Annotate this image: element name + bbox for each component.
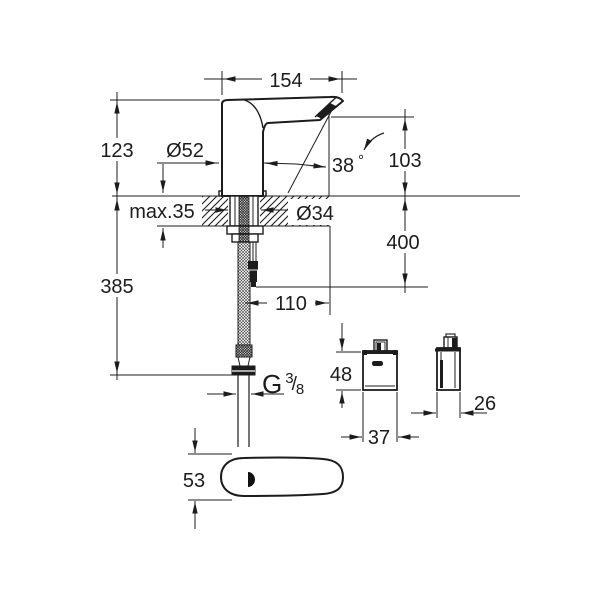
control-box-front-view [362,339,398,391]
control-box-side-view [435,333,461,391]
dim-spout-reach-label: 154 [269,70,302,92]
dim-spray-angle-unit: ° [358,152,364,169]
dim-box-height-label: 48 [330,364,352,386]
dim-offset-label: 110 [275,293,307,315]
sensor-cable-plug [248,242,258,287]
label-backgrounds [93,68,427,314]
dim-connection-drop-label: 400 [386,232,419,254]
dim-height-label: 123 [100,140,133,162]
extension-lines [110,71,461,501]
supply-hose [231,241,256,447]
dimension-lines [114,76,487,529]
angle-arc-arrow [363,132,385,151]
dim-top-width-label: 53 [183,470,205,492]
dim-box-width-label: 37 [368,427,390,449]
dim-outlet-height-label: 103 [388,150,421,172]
dim-body-diameter-label: Ø52 [166,140,204,162]
sensor-window [248,472,255,487]
outlet-slot [316,103,336,119]
spray-direction-line [287,107,334,194]
body-transition-line [242,98,264,129]
brand-logo-mark [372,361,383,366]
faucet-body-outline [221,95,344,197]
dim-box-depth-label: 26 [474,393,496,415]
mounting-shank [226,195,264,243]
dimension-labels: 154 123 Ø52 38 ° 103 max.35 Ø34 400 385 … [100,70,496,492]
dim-hole-diameter-label: Ø34 [296,203,334,225]
top-view-outline [219,456,345,498]
dim-deck-thickness-label: max.35 [129,201,195,223]
faucet-top-view [219,456,345,498]
dim-spray-angle-label: 38 [332,155,354,177]
threaded-rod [238,196,250,243]
spray-angle-annotation [287,107,385,196]
dim-hose-length-label: 385 [100,276,133,298]
